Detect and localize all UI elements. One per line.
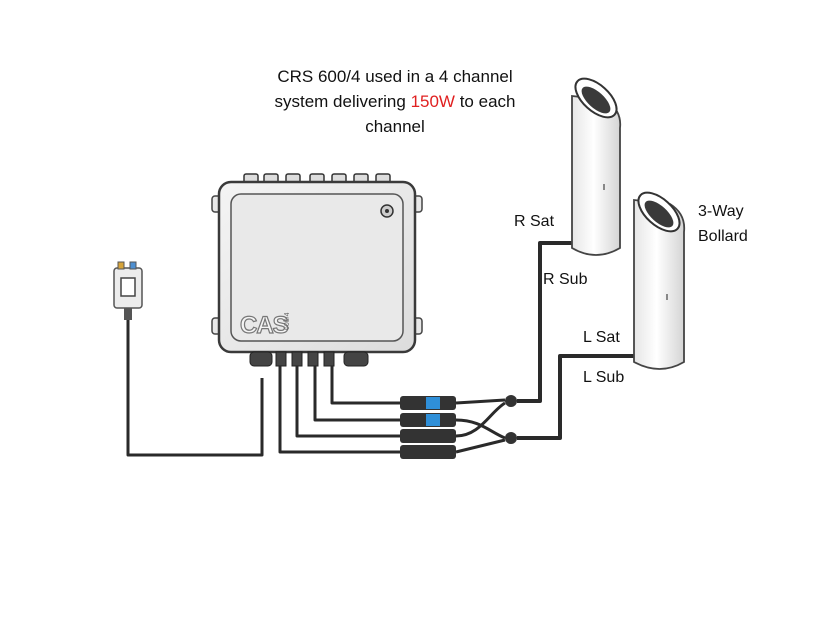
right-bollard-cable	[517, 241, 575, 403]
amp-model: 600/4	[284, 312, 291, 330]
label-bollard-line2: Bollard	[698, 228, 748, 245]
label-bollard-line1: 3-Way	[698, 203, 744, 220]
splice-right	[505, 395, 517, 407]
connector-row-upper	[400, 396, 456, 427]
power-cable	[126, 320, 264, 457]
diagram-caption: CRS 600/4 used in a 4 channel system del…	[255, 64, 535, 139]
amplifier-box-icon	[211, 173, 423, 367]
power-plug-icon	[113, 261, 143, 320]
crossing-cables	[455, 398, 506, 454]
caption-text-end: to each channel	[365, 92, 516, 136]
amp-logo: CAS	[240, 312, 289, 339]
caption-highlight: 150W	[410, 92, 455, 111]
connector-row-lower	[400, 429, 456, 459]
splice-left	[505, 432, 517, 444]
label-r-sat: R Sat	[514, 213, 555, 230]
left-bollard-cable	[517, 354, 637, 440]
bollard-speaker-icon	[571, 77, 622, 256]
label-l-sat: L Sat	[583, 329, 620, 346]
caption-text: CRS 600/4 used in a 4 channel system del…	[274, 67, 513, 111]
label-r-sub: R Sub	[543, 271, 588, 288]
label-l-sub: L Sub	[583, 369, 625, 386]
bollard-speaker-icon	[633, 191, 686, 370]
output-cables	[278, 366, 400, 454]
